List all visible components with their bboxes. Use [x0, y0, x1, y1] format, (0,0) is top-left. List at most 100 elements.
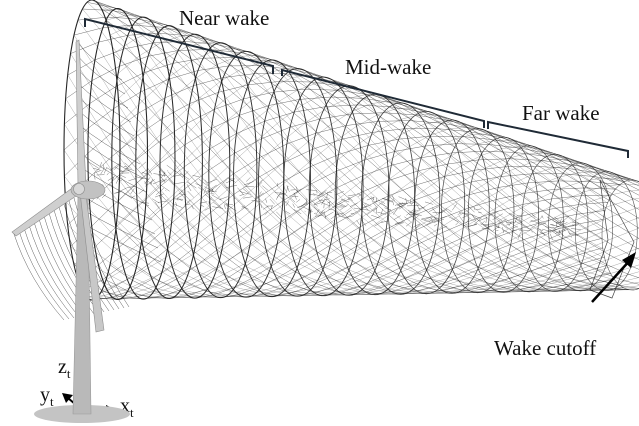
wake-filament	[66, 49, 639, 281]
wake-core-filament	[262, 186, 268, 191]
wake-core-filament	[393, 201, 394, 206]
wake-ring	[88, 9, 148, 300]
wake-filament	[97, 2, 610, 292]
wake-core-filament	[187, 182, 197, 188]
wake-core-filament	[456, 223, 459, 226]
wake-core-filament	[357, 220, 360, 225]
wake-core-filament	[226, 185, 237, 188]
wake-core-filament	[551, 224, 560, 226]
wake-core-filament	[132, 196, 135, 198]
wake-core-filament	[324, 212, 333, 217]
wake-core-filament	[286, 186, 288, 193]
wake-core-filament	[193, 175, 200, 177]
wake-core-filament	[266, 199, 267, 203]
wake-core-filament	[260, 192, 262, 194]
wake-core-filament	[167, 170, 168, 171]
wake-ring	[184, 43, 257, 298]
wake-core-filament	[434, 224, 437, 226]
y-axis-label: yt	[40, 384, 54, 409]
wake-core-filament	[165, 190, 166, 191]
wake-core-filament	[129, 179, 137, 181]
near-wake-label: Near wake	[179, 6, 269, 30]
far-wake-label: Far wake	[522, 101, 600, 125]
wake-filament	[102, 151, 639, 299]
wake-core-filament	[293, 204, 295, 208]
wake-core-filament	[399, 197, 410, 202]
wake-core-filament	[196, 184, 203, 186]
wake-filament	[116, 181, 620, 297]
wake-core-filament	[224, 204, 225, 209]
wake-ring	[309, 86, 389, 296]
wake-filament	[92, 136, 639, 300]
wake-core-filament	[161, 185, 170, 191]
turbine-hub	[74, 184, 85, 195]
mid-wake-label: Mid-wake	[345, 55, 431, 79]
wake-core-filament	[476, 209, 482, 210]
wake-helix-strand	[97, 2, 639, 293]
wake-core-filament	[201, 205, 204, 206]
wake-core-filament	[246, 177, 250, 181]
wake-core-filament	[510, 226, 518, 230]
wake-core-filament	[188, 191, 194, 198]
wake-core-filament	[290, 196, 299, 197]
wake-mesh	[14, 0, 639, 320]
wake-core-filament	[153, 174, 162, 175]
wake-core-filament	[328, 209, 333, 210]
wake-core-filament	[554, 230, 560, 235]
wake-core-filament	[474, 218, 482, 225]
wake-core-filament	[204, 188, 206, 193]
wake-core-filament	[139, 162, 147, 169]
wake-core-filament	[471, 214, 480, 218]
wake-core-filament	[127, 168, 135, 170]
wake-core-filament	[306, 190, 316, 191]
wake-core-filament	[305, 211, 306, 212]
wake-core-filament	[474, 207, 475, 210]
wake-core-filament	[381, 209, 383, 215]
wake-core-filament	[174, 182, 184, 183]
wake-helix-strand	[92, 0, 639, 293]
wake-core-filament	[361, 219, 366, 226]
wake-core-filament	[571, 229, 581, 230]
wake-cutoff-label: Wake cutoff	[494, 336, 596, 360]
wake-helix-strand	[92, 115, 602, 300]
wake-core-filament	[334, 211, 340, 217]
z-axis-label: zt	[58, 356, 71, 381]
wake-core-filament	[524, 226, 532, 230]
wake-core-filament	[127, 187, 135, 188]
wake-core-filament	[211, 194, 215, 195]
wake-core-filament	[406, 198, 407, 203]
wake-core-filament	[555, 226, 562, 228]
wake-core-filament	[296, 199, 300, 202]
far-wake-bracket	[488, 122, 628, 158]
wake-core-filament	[88, 162, 98, 169]
wake-core-filament	[285, 211, 290, 214]
wake-core-filament	[324, 213, 326, 219]
wake-core-filament	[243, 197, 252, 199]
wake-core-filament	[379, 203, 388, 208]
wake-core-filament	[276, 212, 282, 218]
wake-core-filament	[286, 201, 289, 206]
turbine-blade-lower-left	[12, 186, 79, 236]
wake-core-filament	[314, 213, 316, 214]
wake-helix-strand	[120, 55, 629, 289]
wake-core-filament	[215, 185, 220, 191]
wake-core-filament	[466, 218, 470, 223]
wake-core-filament	[261, 204, 262, 208]
wake-core-filament	[270, 199, 275, 204]
wake-core-filament	[244, 182, 254, 185]
wake-ring	[361, 103, 439, 294]
wake-core-filament	[173, 199, 183, 200]
wake-core-filament	[446, 208, 452, 212]
wake-core-filament	[503, 230, 510, 234]
wind-turbine	[12, 40, 130, 423]
wake-core-filament	[115, 167, 123, 172]
wake-core-filament	[509, 213, 518, 217]
wake-core-filament	[220, 197, 228, 200]
turbine-blade-upper	[76, 40, 86, 186]
wake-core-filament	[458, 213, 461, 214]
wake-core-filament	[276, 196, 278, 200]
wake-core-filament	[303, 207, 313, 212]
wake-core-filament	[425, 202, 433, 205]
